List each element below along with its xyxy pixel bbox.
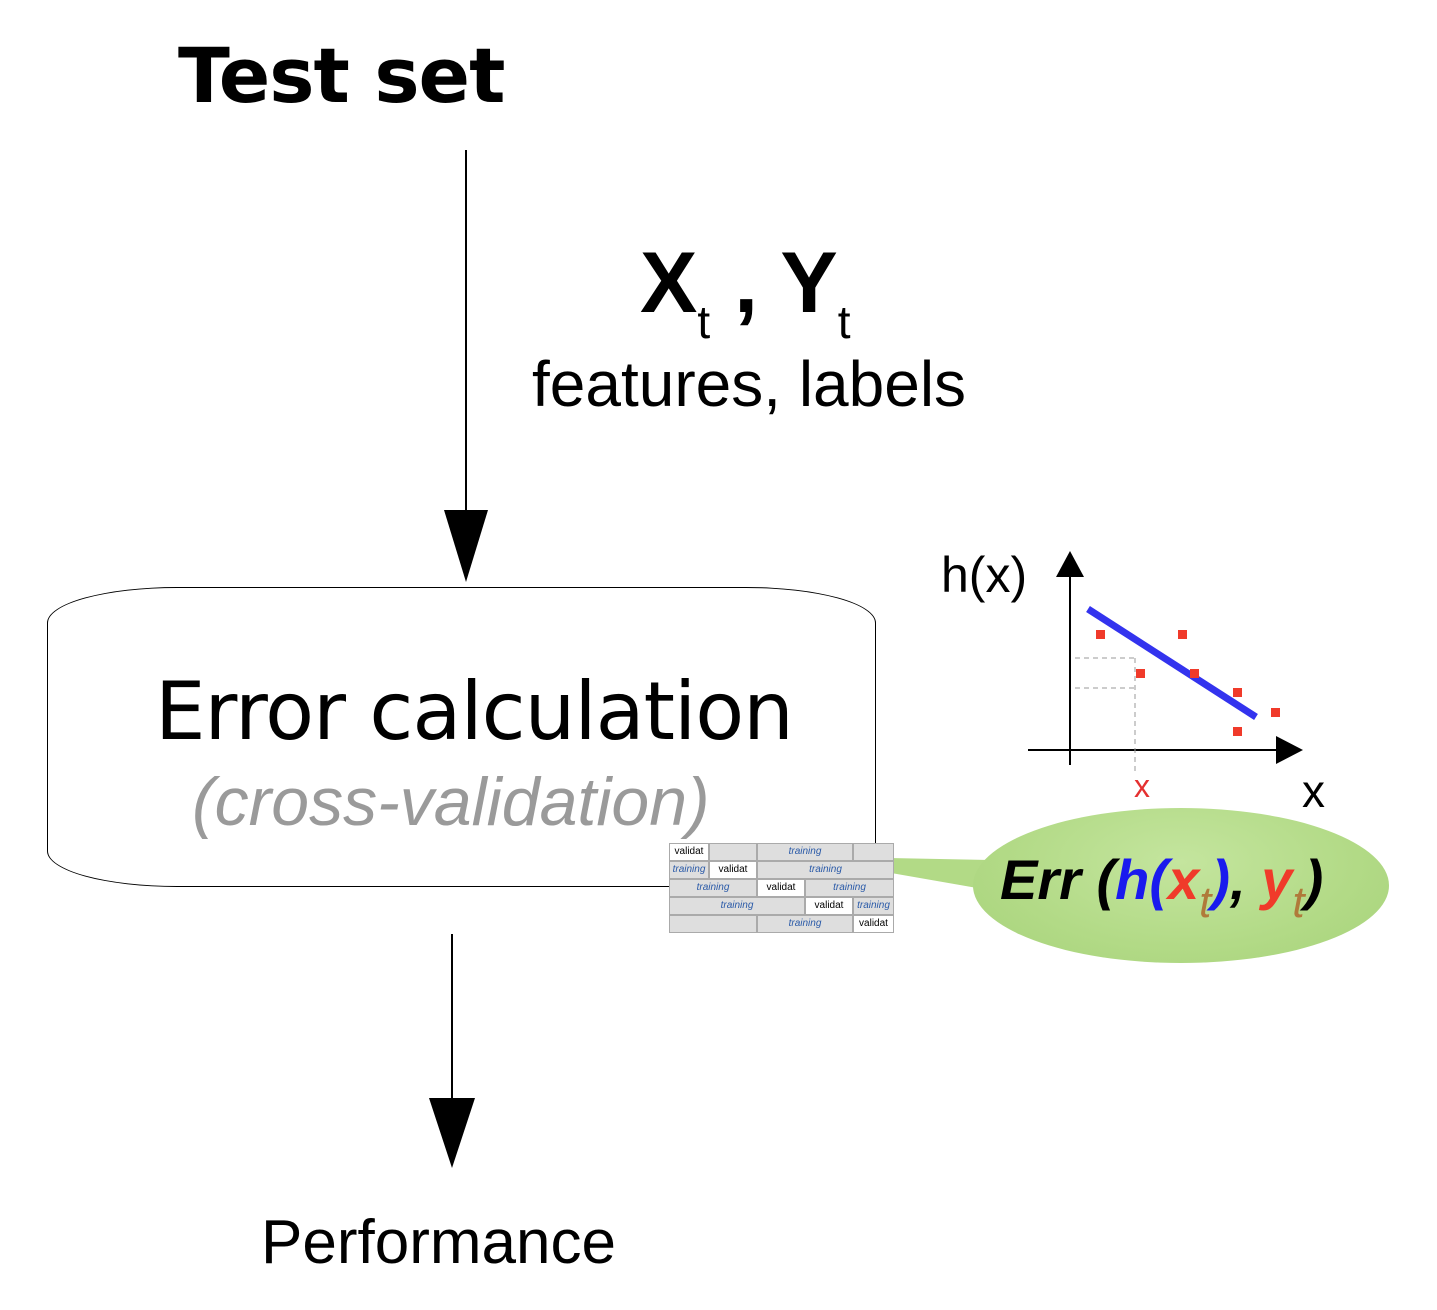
y-subscript: t [837, 296, 851, 348]
y-subscript: t [1292, 878, 1305, 927]
x-marker-label: x [1134, 768, 1150, 804]
x-subscript: t [697, 296, 711, 348]
cv-cell-training: training [757, 915, 853, 933]
data-point [1271, 708, 1280, 717]
cv-row: training validat training [669, 897, 894, 915]
cv-cell-training: training [805, 879, 894, 897]
y-symbol: Y [780, 235, 838, 331]
y-axis-arrowhead [1056, 551, 1084, 577]
regression-plot [1028, 551, 1303, 775]
formula-close: ) [1304, 848, 1324, 911]
cv-cell-training: training [757, 861, 894, 879]
error-formula-bubble [973, 808, 1389, 963]
cross-validation-grid: validat training training validat traini… [669, 843, 894, 933]
data-point [1233, 727, 1242, 736]
error-formula: Err (h(xt), yt) [1000, 852, 1323, 925]
cv-row: validat training [669, 843, 894, 861]
cv-cell-validation: validat [669, 843, 709, 861]
output-arrow [429, 934, 475, 1168]
formula-comma: , [1230, 848, 1262, 911]
xy-separator: , [734, 235, 758, 331]
y-var: y [1261, 848, 1293, 911]
cv-cell-training: training [669, 897, 805, 915]
error-calculation-box [47, 587, 876, 887]
cv-cell-training [709, 843, 757, 861]
cv-cell-validation: validat [757, 879, 805, 897]
cv-cell-training: training [757, 843, 853, 861]
x-symbol: X [640, 235, 698, 331]
features-labels-symbols: Xt , Yt [640, 240, 850, 345]
x-axis-arrowhead [1276, 736, 1303, 764]
error-calculation-label: Error calculation [155, 665, 794, 758]
performance-label: Performance [261, 1208, 616, 1277]
cv-row: training validat [669, 915, 894, 933]
cv-cell-training [669, 915, 757, 933]
h-close: ) [1211, 848, 1231, 911]
data-point [1190, 669, 1199, 678]
test-set-title: Test set [178, 31, 505, 120]
cv-row: training validat training [669, 861, 894, 879]
data-point [1178, 630, 1187, 639]
input-arrow [444, 150, 488, 582]
cv-row: training validat training [669, 879, 894, 897]
data-point [1233, 688, 1242, 697]
cv-cell-training [853, 843, 894, 861]
cv-cell-validation: validat [709, 861, 757, 879]
data-point [1136, 669, 1145, 678]
data-point [1096, 630, 1105, 639]
err-text: Err ( [1000, 848, 1116, 911]
plot-x-label: x [1302, 765, 1325, 817]
x-subscript: t [1199, 878, 1212, 927]
plot-y-label: h(x) [941, 547, 1028, 603]
cv-cell-training: training [669, 861, 709, 879]
regression-line [1086, 606, 1258, 720]
cv-cell-validation: validat [805, 897, 853, 915]
cv-cell-validation: validat [853, 915, 894, 933]
features-labels-caption: features, labels [532, 348, 967, 420]
x-var: x [1168, 848, 1200, 911]
cross-validation-label: (cross-validation) [192, 764, 710, 840]
cv-cell-training: training [669, 879, 757, 897]
cv-cell-training: training [853, 897, 894, 915]
h-open: h( [1115, 848, 1169, 911]
